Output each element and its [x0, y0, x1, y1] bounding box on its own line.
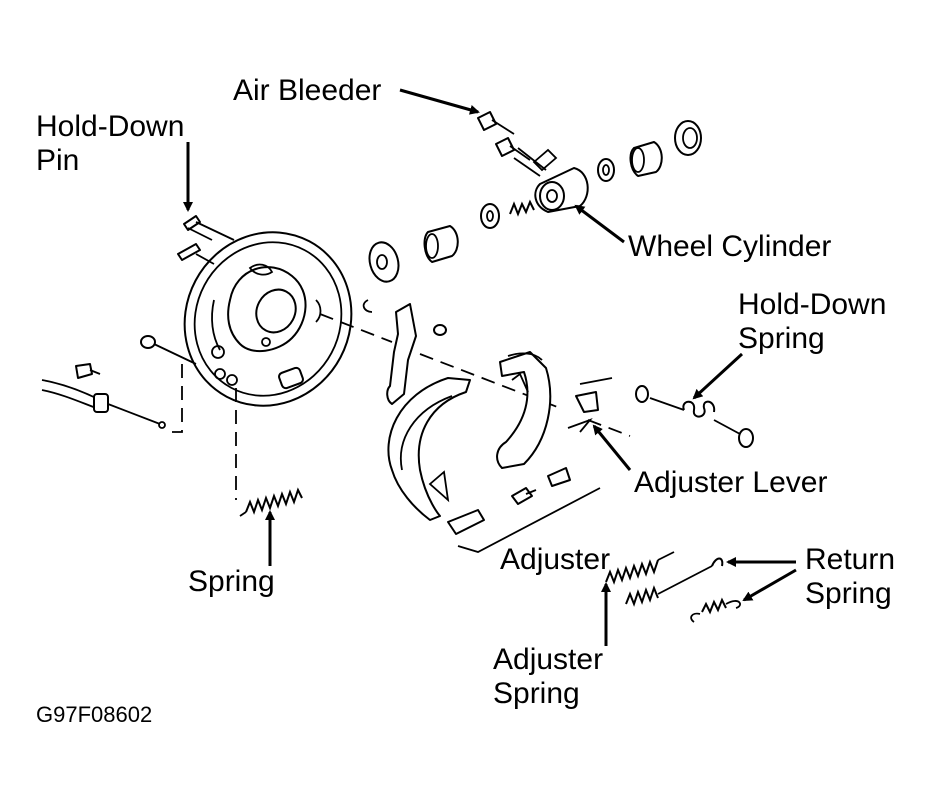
label-hold-down-pin-line1: Hold-Down [36, 110, 184, 143]
label-hold-down-pin-line2: Pin [36, 144, 79, 177]
label-return-spring-line1: Return [805, 543, 895, 576]
trailing-brake-shoe [496, 351, 552, 469]
adjuster-assembly [447, 467, 601, 553]
plug [140, 335, 156, 349]
adjuster-lever-part [567, 377, 613, 433]
label-return-spring-line2: Spring [805, 577, 892, 610]
label-air-bleeder: Air Bleeder [233, 74, 381, 107]
hold-down-pin [183, 215, 235, 241]
label-adjuster-spring-line2: Spring [493, 677, 580, 710]
leading-brake-shoe [387, 377, 471, 521]
label-hold-down-spring-line1: Hold-Down [738, 288, 886, 321]
air-bleeder-screw [477, 111, 531, 161]
label-adjuster: Adjuster [500, 543, 610, 576]
return-spring-parts [625, 557, 741, 623]
label-hold-down-spring-line2: Spring [738, 322, 825, 355]
leader-adjuster-lever [592, 424, 632, 471]
pin-clip [177, 243, 201, 261]
leader-hold-down-spring [692, 352, 744, 400]
label-spring: Spring [188, 565, 275, 598]
backing-plate [183, 231, 353, 407]
parking-brake-cable [41, 363, 166, 429]
leader-return-spring-2 [742, 568, 797, 602]
leader-air-bleeder [399, 88, 480, 115]
spring-part [239, 487, 303, 517]
figure-code: G97F08602 [36, 702, 152, 727]
label-wheel-cylinder: Wheel Cylinder [628, 230, 831, 263]
parking-brake-lever [362, 299, 447, 405]
label-adjuster-spring-line1: Adjuster [493, 643, 603, 676]
label-adjuster-lever: Adjuster Lever [634, 466, 827, 499]
wheel-cylinder-group [368, 120, 702, 283]
hold-down-spring-part [635, 385, 754, 448]
adjuster-spring-part [605, 551, 675, 585]
leader-wheel-cylinder [574, 204, 625, 244]
